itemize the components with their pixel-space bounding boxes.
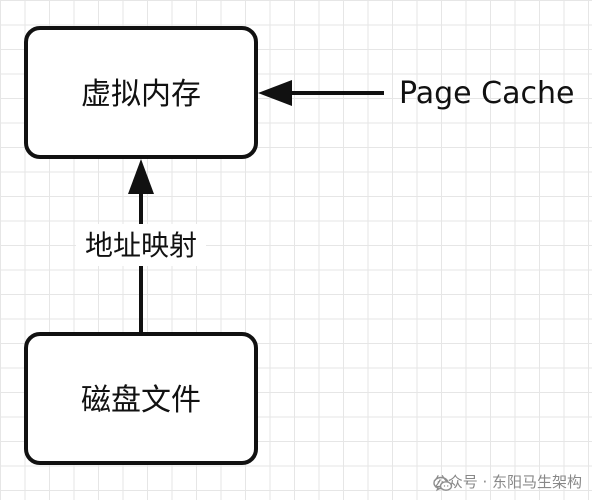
address-mapping-arrow-head	[128, 159, 154, 194]
wechat-icon	[432, 476, 452, 492]
disk-file-label: 磁盘文件	[81, 383, 201, 418]
watermark-text: 公众号 · 东阳马生架构	[432, 473, 582, 491]
address-mapping-label-bg	[76, 224, 206, 266]
virtual-memory-box	[24, 26, 258, 159]
virtual-memory-label: 虚拟内存	[81, 77, 201, 112]
page-cache-label: Page Cache	[399, 76, 574, 111]
page-cache-arrow-head	[258, 80, 292, 106]
watermark: 公众号 · 东阳马生架构	[432, 473, 582, 492]
address-mapping-label: 地址映射	[85, 229, 197, 262]
